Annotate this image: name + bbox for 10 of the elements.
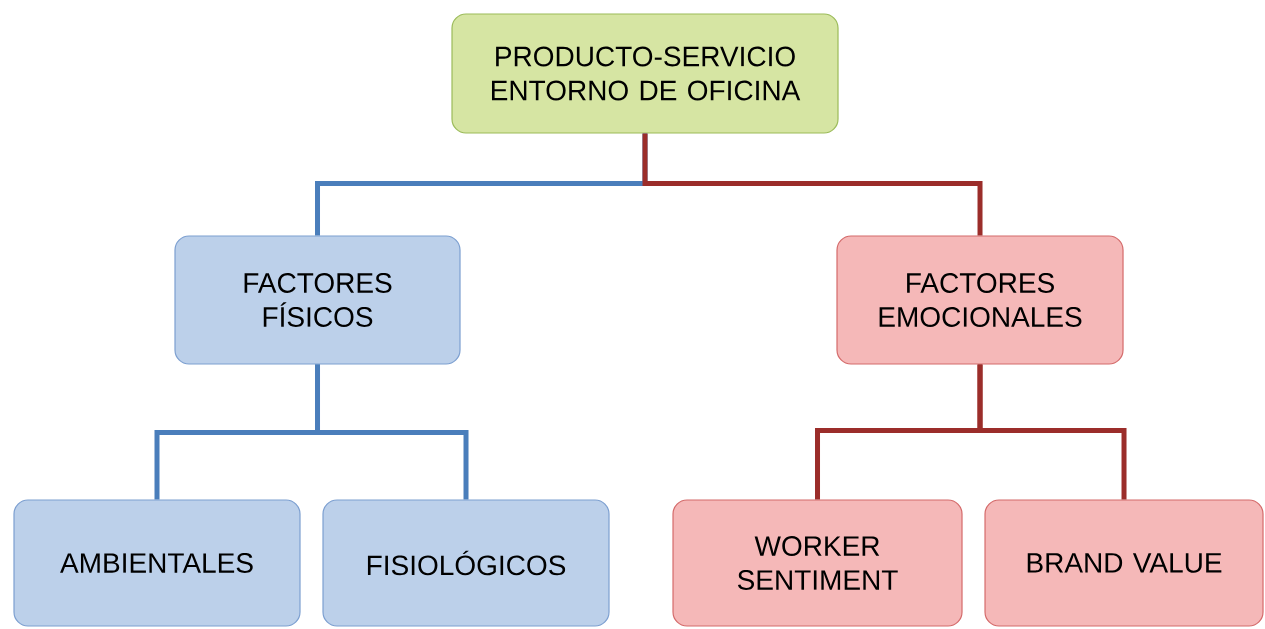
process-box: BRAND VALUE bbox=[984, 499, 1264, 627]
connector-line bbox=[977, 364, 1127, 500]
process-box: FACTORES EMOCIONALES bbox=[836, 235, 1124, 365]
process-box: PRODUCTO-SERVICIO ENTORNO DE OFICINA bbox=[451, 13, 839, 134]
process-box: FACTORES FÍSICOS bbox=[174, 235, 461, 365]
process-box: FISIOLÓGICOS bbox=[322, 499, 610, 627]
connector-line bbox=[315, 364, 469, 500]
process-box: AMBIENTALES bbox=[13, 499, 301, 627]
connector-line bbox=[642, 133, 983, 236]
process-box: WORKER SENTIMENT bbox=[672, 499, 963, 627]
